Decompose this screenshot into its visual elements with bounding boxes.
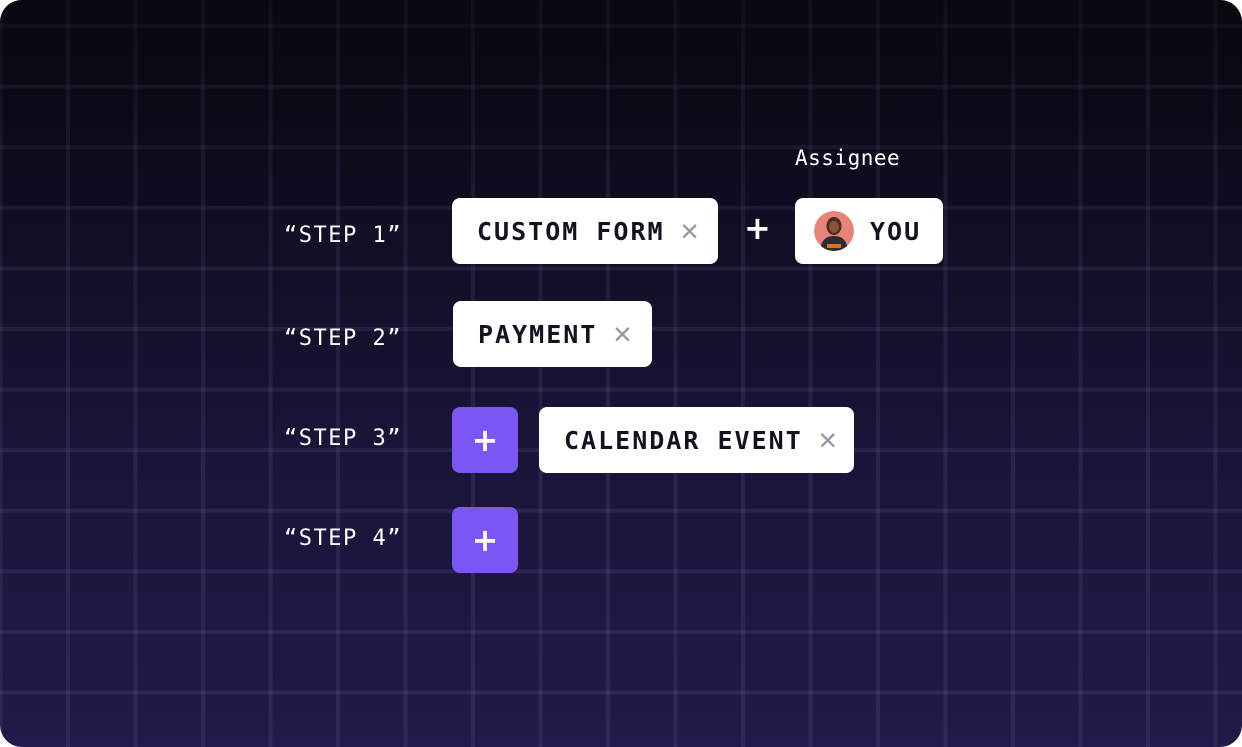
plus-icon: + [471,421,499,459]
plus-icon: + [471,521,499,559]
payment-label: PAYMENT [478,319,598,349]
payment-block[interactable]: PAYMENT ✕ [453,301,652,367]
step-2-label: “STEP 2” [284,326,402,351]
user-avatar [814,211,854,251]
custom-form-block[interactable]: CUSTOM FORM ✕ [452,198,718,264]
add-block-button[interactable]: + [452,507,518,573]
assignee-chip[interactable]: YOU [795,198,943,264]
custom-form-label: CUSTOM FORM [477,216,665,246]
step-4-label: “STEP 4” [284,526,402,551]
plus-icon: + [744,209,771,247]
close-icon[interactable]: ✕ [613,316,634,351]
close-icon[interactable]: ✕ [680,213,701,248]
close-icon[interactable]: ✕ [818,422,839,457]
add-block-button[interactable]: + [452,407,518,473]
assignee-label: Assignee [795,146,901,170]
calendar-event-block[interactable]: CALENDAR EVENT ✕ [539,407,854,473]
step-3-label: “STEP 3” [284,426,402,451]
assignee-name: YOU [870,216,922,246]
calendar-event-label: CALENDAR EVENT [564,425,803,455]
step-1-label: “STEP 1” [284,223,402,248]
